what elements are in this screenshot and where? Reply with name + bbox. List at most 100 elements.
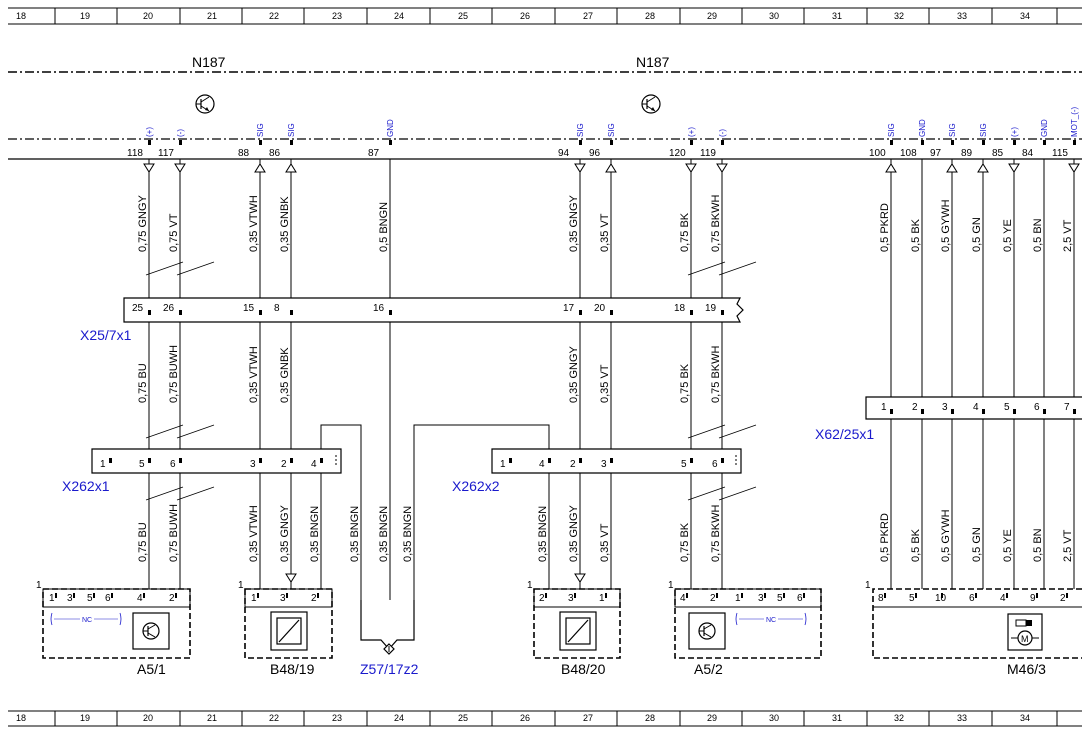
- pin-terminal: [320, 458, 323, 463]
- component-pin-number: 3: [280, 593, 286, 604]
- grid-column-number: 30: [769, 713, 779, 723]
- component-pin-number: 9: [1030, 593, 1036, 604]
- pin-number: 96: [589, 148, 601, 159]
- corner-marker: 1: [865, 580, 871, 591]
- component-pin-number: 3: [758, 593, 764, 604]
- sensor-icon: [559, 611, 597, 651]
- wire-label: 0,5 BN: [1032, 218, 1044, 252]
- component-pin-number: 2: [311, 593, 317, 604]
- shield-tick: [687, 486, 726, 501]
- grid-column-number: 20: [143, 11, 153, 21]
- pin-terminal: [148, 458, 151, 463]
- pin-terminal: [148, 310, 151, 315]
- corner-marker: 1: [238, 580, 244, 591]
- wire-label: 0,5 PKRD: [879, 203, 891, 252]
- grid-column-number: 34: [1020, 713, 1030, 723]
- pin-terminal: [721, 458, 724, 463]
- control-unit-label-right: N187: [636, 54, 670, 70]
- pin-terminal: [93, 593, 95, 598]
- x262-pin-number: 4: [539, 459, 545, 470]
- direction-arrow: [174, 163, 186, 173]
- svg-text:M: M: [1021, 634, 1029, 644]
- pin-terminal: [1043, 409, 1046, 414]
- pin-number: 89: [961, 148, 973, 159]
- pin-terminal: [290, 310, 293, 315]
- direction-arrow: [685, 163, 697, 173]
- direction-arrow: [285, 573, 297, 583]
- x25-pin-number: 16: [373, 303, 385, 314]
- sensor-icon: [270, 611, 308, 651]
- component-pin-number: 5: [777, 593, 783, 604]
- pin-terminal: [579, 458, 582, 463]
- component-pin-number: 4: [680, 593, 686, 604]
- wire-label: 0,75 GNGY: [137, 194, 149, 252]
- grid-column-number: 32: [894, 713, 904, 723]
- pin-number: 119: [700, 148, 716, 159]
- pin-terminal: [290, 140, 293, 145]
- pin-terminal: [111, 593, 113, 598]
- wire-label: 0,5 YE: [1002, 219, 1014, 252]
- wire-label: 0,75 BUWH: [168, 345, 180, 403]
- pin-terminal: [610, 458, 613, 463]
- pin-terminal: [389, 140, 392, 145]
- direction-arrow: [716, 163, 728, 173]
- pin-terminal: [259, 458, 262, 463]
- shield-tick: [687, 261, 726, 276]
- x262-pin-number: 3: [250, 459, 256, 470]
- pin-terminal: [721, 310, 724, 315]
- grid-column-number: 26: [520, 11, 530, 21]
- grid-column-number: 26: [520, 713, 530, 723]
- pin-terminal: [148, 140, 151, 145]
- grid-column-number: 27: [583, 713, 593, 723]
- x62-pin-number: 7: [1064, 402, 1070, 413]
- component-pin-number: 6: [105, 593, 111, 604]
- component-b48-19: 1 B48/19: [238, 580, 333, 677]
- wire-label: 0,35 VT: [599, 213, 611, 252]
- pin-terminal: [1066, 593, 1068, 598]
- pin-terminal: [690, 310, 693, 315]
- direction-arrow: [285, 163, 297, 173]
- pin-number: 87: [368, 148, 380, 159]
- pin-terminal: [548, 458, 551, 463]
- component-b48-20: 1 B48/20: [527, 580, 621, 677]
- component-pin-number: 2: [169, 593, 175, 604]
- direction-arrow: [254, 163, 266, 173]
- connector-label-x262x1: X262x1: [62, 478, 110, 494]
- wire-label: 0,5 GN: [971, 527, 983, 562]
- pin-terminal: [545, 593, 547, 598]
- pin-signal-label: (-): [718, 129, 727, 137]
- pin-terminal: [982, 140, 985, 145]
- grid-column-number: 25: [458, 11, 468, 21]
- pin-number: 84: [1022, 148, 1034, 159]
- shield-tick: [176, 261, 215, 276]
- pin-terminal: [579, 310, 582, 315]
- transistor-icon: [195, 94, 215, 114]
- pin-terminal: [179, 310, 182, 315]
- pin-terminal: [951, 140, 954, 145]
- grid-column-number: 29: [707, 713, 717, 723]
- grid-column-number: 28: [645, 713, 655, 723]
- transistor-icon: [142, 622, 160, 640]
- component-pin-number: 1: [599, 593, 605, 604]
- wire-label: 0,35 VT: [599, 364, 611, 403]
- component-pin-number: 2: [1060, 593, 1066, 604]
- pin-terminal: [1036, 593, 1038, 598]
- pin-signal-label: (+): [145, 127, 154, 137]
- pin-signal-label: (+): [687, 127, 696, 137]
- pin-terminal: [783, 593, 785, 598]
- wire-label: 0,5 GYWH: [940, 509, 952, 562]
- pin-terminal: [1013, 409, 1016, 414]
- connector-label-x262x2: X262x2: [452, 478, 500, 494]
- pin-terminal: [579, 140, 582, 145]
- pin-signal-label: GND: [1040, 119, 1049, 137]
- grid-column-number: 34: [1020, 11, 1030, 21]
- wire-label: 0,75 BKWH: [710, 194, 722, 252]
- pin-terminal: [574, 593, 576, 598]
- wire: [413, 424, 550, 600]
- control-unit-label-left: N187: [192, 54, 226, 70]
